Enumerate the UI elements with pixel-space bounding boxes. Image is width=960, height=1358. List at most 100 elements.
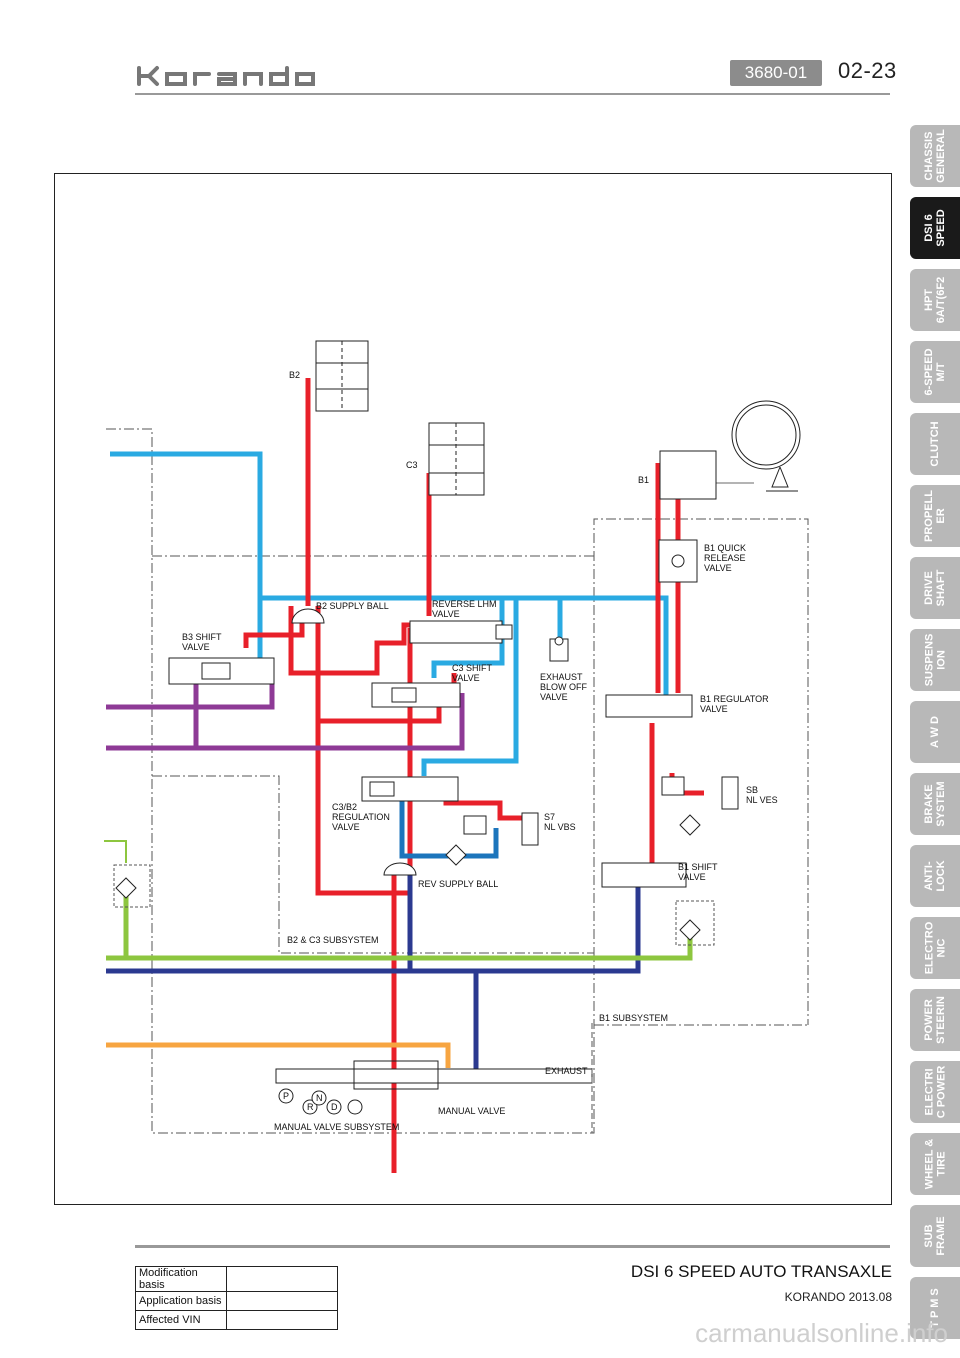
label-reverse-lhm: REVERSE LHM VALVE xyxy=(432,599,499,619)
revision-value xyxy=(226,1291,338,1311)
exhaust-blow-off-valve xyxy=(549,636,569,662)
tab-anti-lock[interactable]: ANTI- LOCK xyxy=(910,845,960,907)
tab-tpms[interactable]: T P M S xyxy=(910,1277,960,1339)
b2-supply-ball-icon xyxy=(291,608,325,624)
label-b1-subsystem: B1 SUBSYSTEM xyxy=(599,1013,668,1023)
tab-wheel-tire[interactable]: WHEEL & TIRE xyxy=(910,1133,960,1195)
label-line: VALVE xyxy=(182,642,210,652)
gear-n-label: N xyxy=(316,1093,323,1103)
label-line: VALVE xyxy=(432,609,460,619)
filter-icon xyxy=(445,844,467,866)
revision-label: Modification basis xyxy=(135,1266,227,1292)
label-line: RELEASE xyxy=(704,553,746,563)
label-line: S7 xyxy=(544,812,555,822)
tab-brake-system[interactable]: BRAKE SYSTEM xyxy=(910,773,960,835)
label-sb: SB NL VES xyxy=(746,785,778,805)
tab-electronic[interactable]: ELECTRO NIC xyxy=(910,917,960,979)
label-line: VALVE xyxy=(700,704,728,714)
clutch-c3 xyxy=(428,422,485,496)
b3-shift-valve xyxy=(168,657,275,685)
label-line: EXHAUST xyxy=(540,672,583,682)
c3b2-regulation-valve xyxy=(361,776,459,802)
footer-divider xyxy=(135,1245,890,1248)
label-line: VALVE xyxy=(332,822,360,832)
tab-hpt-6at[interactable]: HPT 6A/T(6F2 xyxy=(910,269,960,331)
c3-shift-valve xyxy=(371,682,461,708)
tab-label: DSI 6 SPEED xyxy=(923,209,947,247)
b1-quick-release-valve xyxy=(658,539,698,583)
watermark: carmanualsonline.info xyxy=(695,1318,948,1348)
diagram-frame xyxy=(54,173,892,1205)
label-line: B1 QUICK xyxy=(704,543,746,553)
gear-d-label: D xyxy=(331,1102,338,1112)
tab-awd[interactable]: A W D xyxy=(910,701,960,763)
label-line: B3 SHIFT xyxy=(182,632,222,642)
tab-suspension[interactable]: SUSPENS ION xyxy=(910,629,960,691)
b1-regulator-valve xyxy=(605,694,693,718)
revision-value xyxy=(226,1310,338,1330)
label-b1-shift: B1 SHIFT VALVE xyxy=(678,862,720,882)
label-b1-quick-release: B1 QUICK RELEASE VALVE xyxy=(704,543,749,573)
label-manual-valve-subsystem: MANUAL VALVE SUBSYSTEM xyxy=(274,1122,399,1132)
tab-6-speed-mt[interactable]: 6-SPEED M/T xyxy=(910,341,960,403)
label-line: C3/B2 xyxy=(332,802,357,812)
b1-shift-valve xyxy=(601,862,687,888)
tab-sub-frame[interactable]: SUB FRAME xyxy=(910,1205,960,1267)
tab-label: ANTI- LOCK xyxy=(923,860,947,892)
label-rev-supply-ball: REV SUPPLY BALL xyxy=(418,879,498,889)
label-line: VALVE xyxy=(540,692,568,702)
label-c3-shift: C3 SHIFT VALVE xyxy=(452,663,494,683)
tab-dsi-6-speed[interactable]: DSI 6 SPEED xyxy=(910,197,960,259)
label-b2-supply-ball: B2 SUPPLY BALL xyxy=(316,601,389,611)
sb-solenoid-icon xyxy=(721,776,739,810)
rev-supply-ball-icon xyxy=(383,862,417,876)
gear-r-label: R xyxy=(307,1102,314,1112)
tab-label: DRIVE SHAFT xyxy=(923,569,947,607)
tab-chassis-general[interactable]: CHASSIS GENERAL xyxy=(910,125,960,187)
label-line: BLOW OFF xyxy=(540,682,588,692)
label-exhaust-blow-off: EXHAUST BLOW OFF VALVE xyxy=(540,672,590,702)
table-row: Modification basis xyxy=(135,1266,338,1292)
reverse-lhm-valve xyxy=(409,620,513,644)
revision-label: Affected VIN xyxy=(135,1310,227,1330)
label-line: VALVE xyxy=(678,872,706,882)
b2c3-lower-boundary xyxy=(152,775,594,954)
tab-label: ELECTRI C POWER xyxy=(923,1065,947,1119)
tab-label: SUSPENS ION xyxy=(923,633,948,687)
tab-label: A W D xyxy=(929,716,941,748)
sb-coil-icon xyxy=(661,776,685,796)
manual-valve xyxy=(275,1023,593,1133)
brake-b1-drum xyxy=(659,400,801,500)
page-number: 02-23 xyxy=(838,58,897,83)
tab-power-steering[interactable]: POWER STEERIN xyxy=(910,989,960,1051)
label-line: B1 SHIFT xyxy=(678,862,718,872)
label-b2: B2 xyxy=(289,370,300,380)
revision-label: Application basis xyxy=(135,1291,227,1311)
label-c3: C3 xyxy=(406,460,418,470)
label-line: VALVE xyxy=(452,673,480,683)
label-line: NL VES xyxy=(746,795,778,805)
hydraulic-circuit-diagram: P R N D B2 C3 B1 B1 QUICK RELEASE VALVE … xyxy=(104,340,809,1173)
tab-label: CHASSIS GENERAL xyxy=(923,129,947,183)
tab-label: ELECTRO NIC xyxy=(923,921,947,975)
tab-drive-shaft[interactable]: DRIVE SHAFT xyxy=(910,557,960,619)
revision-table: Modification basis Application basis Aff… xyxy=(135,1266,338,1330)
page-title: DSI 6 SPEED AUTO TRANSAXLE xyxy=(630,1262,892,1281)
tab-propeller[interactable]: PROPELL ER xyxy=(910,485,960,547)
label-line: VALVE xyxy=(704,563,732,573)
filter-icon-left xyxy=(115,877,137,899)
revision-value xyxy=(226,1266,338,1292)
tab-clutch[interactable]: CLUTCH xyxy=(910,413,960,475)
tab-electric-power[interactable]: ELECTRI C POWER xyxy=(910,1061,960,1123)
label-c3b2-regulation: C3/B2 REGULATION VALVE xyxy=(332,802,392,832)
filter-icon-b1-shift xyxy=(679,919,701,941)
label-exhaust: EXHAUST xyxy=(545,1066,588,1076)
header-divider xyxy=(135,93,890,95)
label-line: B1 REGULATOR xyxy=(700,694,769,704)
tab-label: CLUTCH xyxy=(929,421,941,467)
label-b3-shift: B3 SHIFT VALVE xyxy=(182,632,224,652)
label-manual-valve: MANUAL VALVE xyxy=(438,1106,505,1116)
filter-icon-b1 xyxy=(679,814,701,836)
label-b2c3-subsystem: B2 & C3 SUBSYSTEM xyxy=(287,935,379,945)
tab-label: BRAKE SYSTEM xyxy=(923,781,947,827)
